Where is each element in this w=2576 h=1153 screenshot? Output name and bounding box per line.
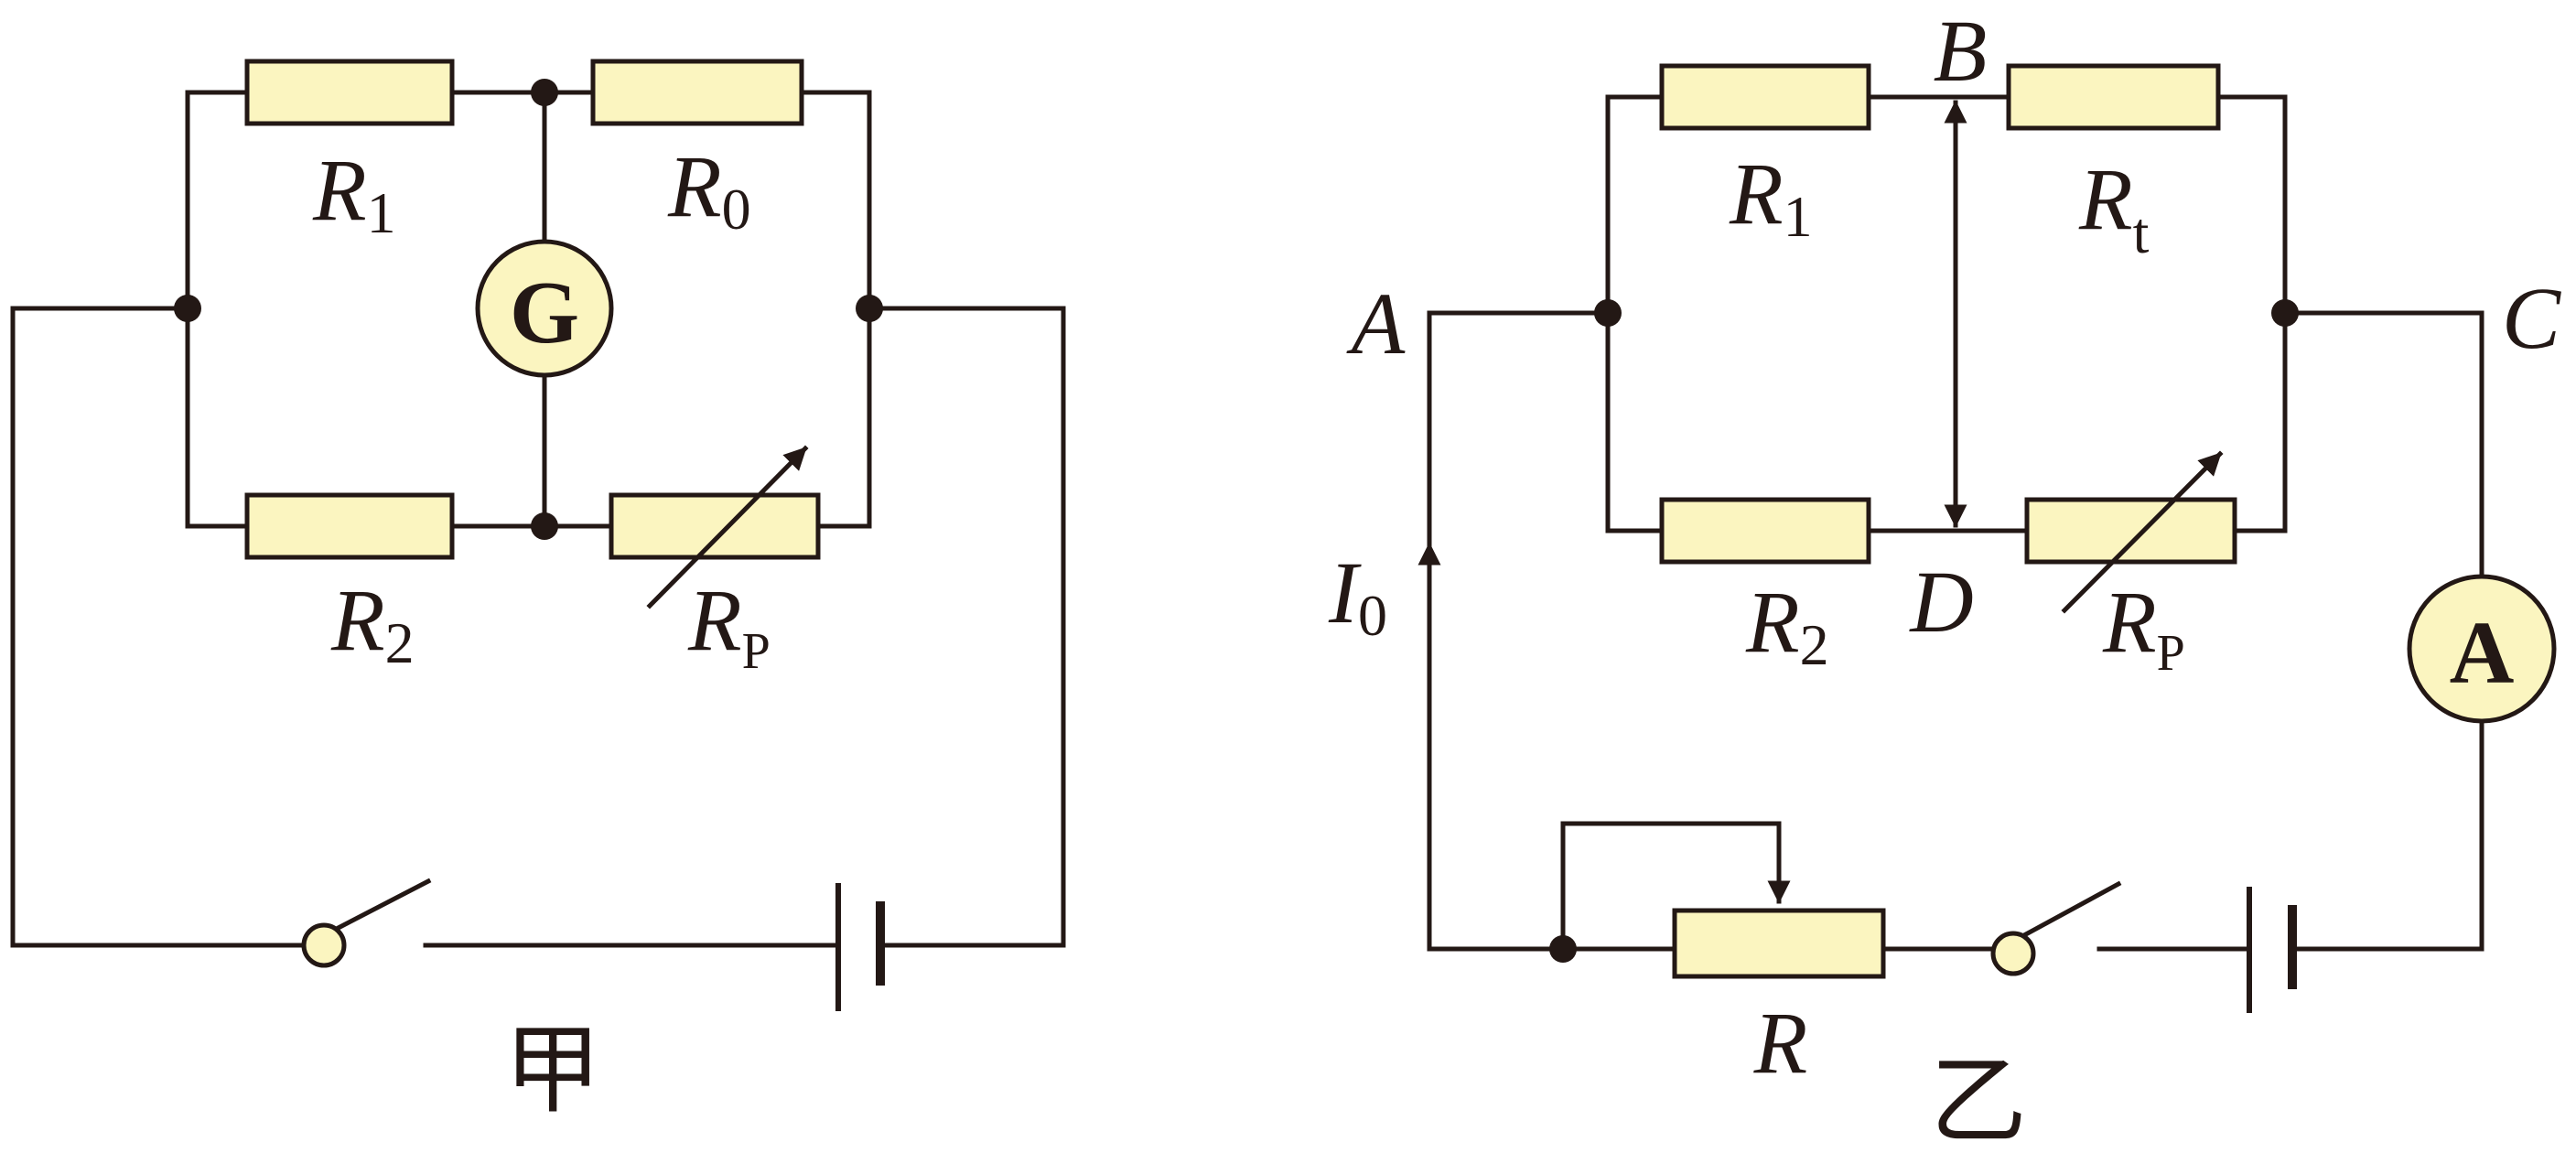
resistor-r0-jia: [590, 59, 804, 126]
junction-top-jia: [531, 79, 558, 106]
label-rp-jia: RP: [687, 571, 771, 680]
rheostat-arrow-yi: [2061, 450, 2224, 614]
circuit-jia: G R1 R0 R2 RP 甲: [10, 59, 1066, 1126]
junction-left-jia: [174, 295, 201, 322]
switch-jia: [301, 922, 347, 968]
label-rp-yi: RP: [2102, 573, 2185, 682]
resistor-rt-yi: [2006, 63, 2221, 131]
label-r2-yi: R2: [1745, 573, 1829, 677]
resistor-r1-yi: [1659, 63, 1871, 131]
label-rt-yi: Rt: [2078, 150, 2150, 265]
junction-left-yi: [1594, 299, 1622, 327]
node-label-c: C: [2502, 269, 2561, 367]
label-r1-yi: R1: [1729, 145, 1813, 249]
rheostat-rp-jia: [609, 492, 821, 560]
galvanometer-label: G: [510, 264, 579, 362]
label-r0-jia: R0: [667, 137, 751, 242]
rheostat-rp-yi: [2024, 497, 2237, 565]
switch-yi: [1990, 931, 2036, 976]
rheostat-arrow-jia: [646, 445, 809, 609]
node-label-d: D: [1908, 553, 1973, 651]
battery-yi: [2247, 887, 2297, 1013]
label-r1-jia: R1: [312, 141, 396, 245]
node-label-a: A: [1346, 275, 1406, 372]
rheostat-r-yi: [1672, 908, 1886, 979]
junction-right-jia: [856, 295, 883, 322]
wires-yi: [1417, 94, 2484, 952]
ammeter-label: A: [2450, 604, 2515, 703]
label-r2-jia: R2: [330, 571, 415, 675]
junction-rheostat-yi: [1549, 935, 1577, 963]
resistor-r2-yi: [1659, 497, 1871, 565]
caption-yi: 乙: [1930, 1045, 2027, 1153]
caption-jia: 甲: [504, 1014, 601, 1126]
battery-jia: [835, 883, 885, 1011]
circuit-yi: A B A C D I0 R1 Rt R2 RP R 乙: [1328, 2, 2561, 1153]
label-current-i0: I0: [1328, 544, 1387, 648]
ammeter: [2407, 574, 2557, 724]
resistor-r2-jia: [244, 492, 455, 560]
junction-bottom-jia: [531, 512, 558, 540]
galvanometer: [475, 239, 614, 378]
node-label-b: B: [1934, 2, 1988, 100]
resistor-r1-jia: [244, 59, 455, 126]
junction-right-yi: [2271, 299, 2299, 327]
label-r-yi: R: [1753, 994, 1808, 1092]
